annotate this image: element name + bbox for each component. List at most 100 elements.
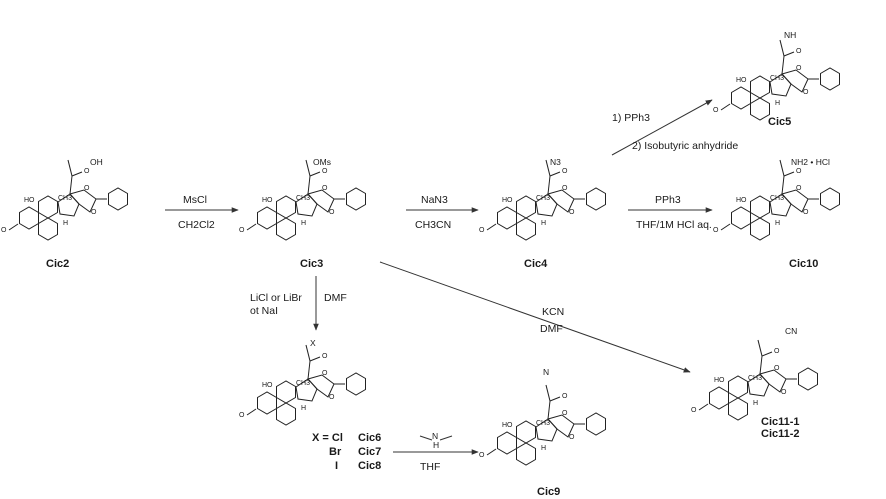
steroid-cic6: [246, 344, 366, 426]
dioxolane-ring: [759, 369, 787, 393]
ring-d: [295, 193, 318, 217]
methyl-label: CH3: [58, 195, 73, 202]
cic9-n: N: [543, 367, 550, 377]
ring-b: [750, 97, 770, 121]
reagent-ch2cl2: CH2Cl2: [178, 219, 215, 231]
hydroxy-label: HO: [736, 197, 747, 204]
compound-label-cic9: Cic9: [537, 486, 561, 498]
ring-c: [750, 195, 770, 219]
steroid-cic10: [720, 159, 840, 241]
hydroxy-label: HO: [262, 382, 273, 389]
carbonyl-o: O: [796, 168, 802, 175]
amine-n: N: [432, 431, 439, 441]
compound-label-cic5: Cic5: [768, 116, 792, 128]
h-label: H: [775, 100, 781, 107]
reagent-nai: ot NaI: [250, 305, 279, 317]
ring-d: [747, 373, 770, 397]
methyl-label: CH3: [296, 195, 311, 202]
compound-label-cic11-1: Cic11-1: [761, 416, 800, 428]
ketone-o: O: [713, 227, 719, 234]
ketone-bond: [486, 223, 497, 231]
side-chain-bond: [307, 175, 311, 195]
methyl-label: CH3: [748, 375, 763, 382]
compound-label-cic10: Cic10: [789, 258, 819, 270]
h-label: H: [753, 400, 759, 407]
h-label: H: [301, 220, 307, 227]
h-label: H: [541, 445, 547, 452]
molecule-skeletons: [8, 39, 840, 466]
h-label: H: [775, 220, 781, 227]
dioxolane-o2: O: [781, 389, 787, 396]
dioxolane-o: O: [562, 410, 568, 417]
substituent-nh: NH: [784, 30, 797, 40]
dioxolane-ring: [547, 414, 575, 438]
steroid-cic5: [720, 39, 840, 121]
cyclohexyl-ring: [820, 67, 840, 91]
substituent-x: X: [310, 338, 316, 348]
substituent-nh2-hcl: NH2 • HCl: [791, 157, 830, 167]
substituent-n3: N3: [550, 157, 561, 167]
ketone-bond: [246, 408, 257, 416]
carbonyl-o: O: [796, 48, 802, 55]
steroid-cic3: [246, 159, 366, 241]
ketone-bond: [720, 103, 731, 111]
ketone-bond: [486, 448, 497, 456]
halide-br: Br: [329, 446, 342, 458]
ketone-o: O: [479, 227, 485, 234]
dioxolane-o: O: [796, 65, 802, 72]
ring-d: [295, 378, 318, 402]
hydroxy-label: HO: [502, 422, 513, 429]
methyl-label: CH3: [770, 195, 785, 202]
reagent-mscl: MsCl: [183, 194, 207, 206]
compound-label-cic6: Cic6: [358, 432, 382, 444]
reagent-pph3-step1: 1) PPh3: [612, 112, 650, 124]
ring-a: [257, 206, 277, 230]
carbonyl-o: O: [562, 393, 568, 400]
carbonyl-o: O: [84, 168, 90, 175]
carbonyl-bond: [549, 396, 561, 402]
side-chain-bond: [759, 355, 763, 375]
dioxolane-o2: O: [329, 209, 335, 216]
side-chain-bond: [781, 55, 785, 75]
dioxolane-o2: O: [91, 209, 97, 216]
substituent-cn: CN: [785, 326, 798, 336]
cyclohexyl-ring: [586, 187, 606, 211]
methyl-label: CH3: [770, 75, 785, 82]
carbonyl-o: O: [562, 168, 568, 175]
ring-d: [769, 193, 792, 217]
ketone-o: O: [713, 107, 719, 114]
reagent-kcn: KCN: [542, 306, 565, 318]
cyclohexyl-ring: [108, 187, 128, 211]
dioxolane-ring: [69, 189, 97, 213]
ring-c: [516, 420, 536, 444]
dioxolane-o: O: [322, 185, 328, 192]
ring-d: [57, 193, 80, 217]
side-chain-bond: [547, 400, 551, 420]
methylene-bond: [305, 344, 311, 362]
dioxolane-o: O: [322, 370, 328, 377]
ketone-o: O: [479, 452, 485, 459]
cyclohexyl-ring: [346, 187, 366, 211]
dioxolane-o2: O: [329, 394, 335, 401]
compound-label-cic11-2: Cic11-2: [761, 428, 800, 440]
methylene-bond: [545, 159, 551, 177]
hydroxy-label: HO: [714, 377, 725, 384]
ring-c: [516, 195, 536, 219]
ring-b: [516, 217, 536, 241]
reagent-nan3: NaN3: [421, 194, 448, 206]
steroid-cic9: [486, 384, 606, 466]
side-chain-bond: [547, 175, 551, 195]
ring-c: [276, 195, 296, 219]
ring-a: [497, 431, 517, 455]
carbonyl-bond: [309, 356, 321, 362]
h-label: H: [301, 405, 307, 412]
compound-label-cic3: Cic3: [300, 258, 324, 270]
ketone-bond: [8, 223, 19, 231]
cyclohexyl-ring: [798, 367, 818, 391]
amine-methyl-2: [439, 435, 453, 441]
side-chain-bond: [307, 360, 311, 380]
reagent-dmf: DMF: [324, 292, 347, 304]
methyl-label: CH3: [296, 380, 311, 387]
halide-cl: X = Cl: [312, 432, 343, 444]
ring-b: [276, 402, 296, 426]
